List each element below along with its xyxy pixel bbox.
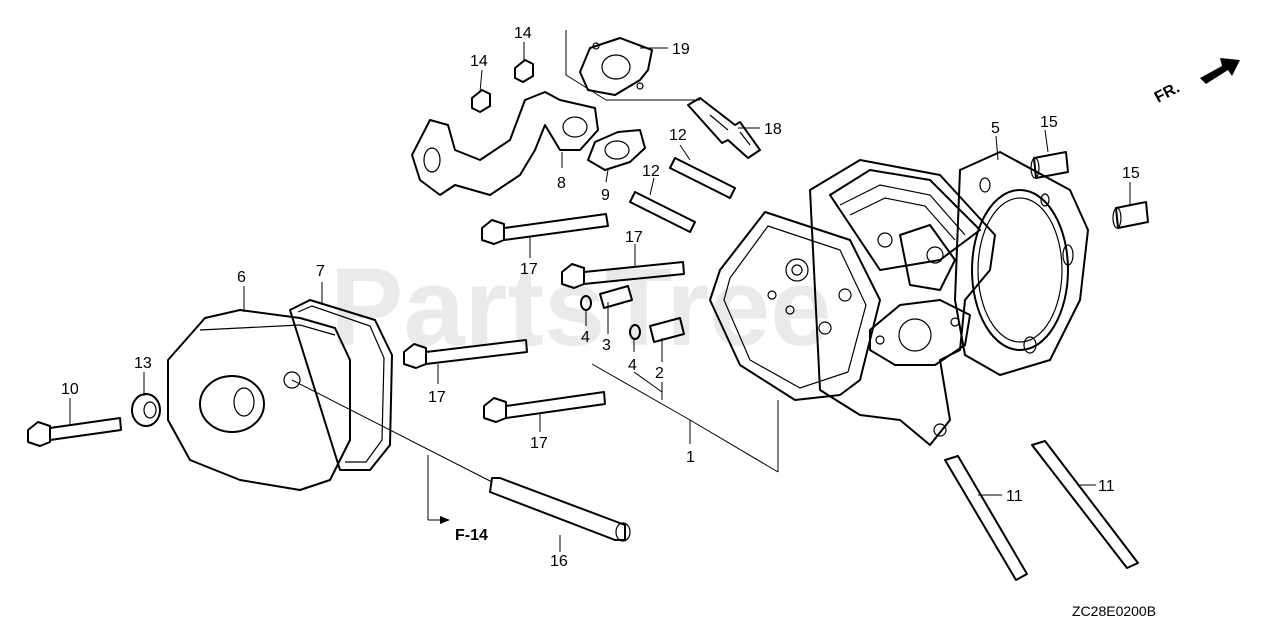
front-direction-arrow: FR. (1152, 58, 1240, 107)
bolt-middle (561, 261, 685, 289)
bolt-upper (481, 213, 609, 245)
callout-labels: 1 2 3 4 4 5 6 7 8 9 10 11 11 12 12 13 14… (61, 25, 1140, 570)
callout-4b: 4 (628, 357, 637, 374)
long-stud-left (944, 455, 1028, 581)
intake-insulator (579, 37, 653, 96)
long-stud-right (1031, 440, 1139, 569)
callout-5: 5 (991, 120, 1000, 137)
callout-4a: 4 (581, 329, 590, 346)
flange-nut-left (471, 89, 491, 113)
callout-13: 13 (134, 355, 152, 372)
head-cover-gasket (289, 299, 393, 471)
cylinder-head-cover (167, 309, 351, 491)
leader-lines (69, 30, 1131, 552)
callout-17b: 17 (625, 229, 643, 246)
callout-14a: 14 (470, 53, 488, 70)
stud-bolt-upper (669, 157, 736, 199)
reference-arrow-icon (440, 516, 450, 524)
bolt-lower-right (483, 391, 606, 423)
spark-plug (687, 97, 761, 159)
sealing-washer (131, 393, 161, 427)
bolt-lower-left (403, 339, 528, 369)
cover-bolt (27, 417, 122, 447)
dowel-pin-lower (1112, 201, 1149, 229)
direction-label: FR. (1152, 79, 1183, 106)
dowel-pin-3 (599, 285, 633, 309)
exhaust-gasket (587, 129, 646, 171)
callout-17a: 17 (520, 261, 538, 278)
callout-12a: 12 (669, 127, 687, 144)
callout-7: 7 (316, 263, 325, 280)
callout-19: 19 (672, 41, 690, 58)
reference-label: F-14 (455, 527, 488, 544)
drawing-code: ZC28E0200B (1072, 603, 1156, 619)
callout-10: 10 (61, 381, 79, 398)
callout-11a: 11 (1006, 488, 1023, 505)
dowel-pin-upper (1030, 151, 1069, 179)
stud-bolt-lower (629, 191, 696, 233)
flange-nut-right (514, 59, 534, 83)
callout-3: 3 (602, 337, 611, 354)
callout-17c: 17 (428, 389, 446, 406)
exhaust-pipe (411, 91, 599, 196)
cylinder-head (709, 159, 996, 446)
callout-16: 16 (550, 553, 568, 570)
callout-15a: 15 (1040, 114, 1058, 131)
breather-tube (489, 477, 631, 542)
cylinder-head-gasket (954, 151, 1089, 376)
washer-4b (629, 324, 641, 340)
callout-14b: 14 (514, 25, 532, 42)
callout-11b: 11 (1098, 478, 1115, 495)
callout-12b: 12 (642, 163, 660, 180)
callout-18: 18 (764, 121, 782, 138)
callout-15b: 15 (1122, 165, 1140, 182)
callout-9: 9 (601, 187, 610, 204)
callout-6: 6 (237, 269, 246, 286)
callout-2: 2 (655, 365, 664, 382)
callout-17d: 17 (530, 435, 548, 452)
callout-8: 8 (557, 175, 566, 192)
dowel-pin-2 (649, 317, 685, 343)
callout-1: 1 (686, 449, 695, 466)
